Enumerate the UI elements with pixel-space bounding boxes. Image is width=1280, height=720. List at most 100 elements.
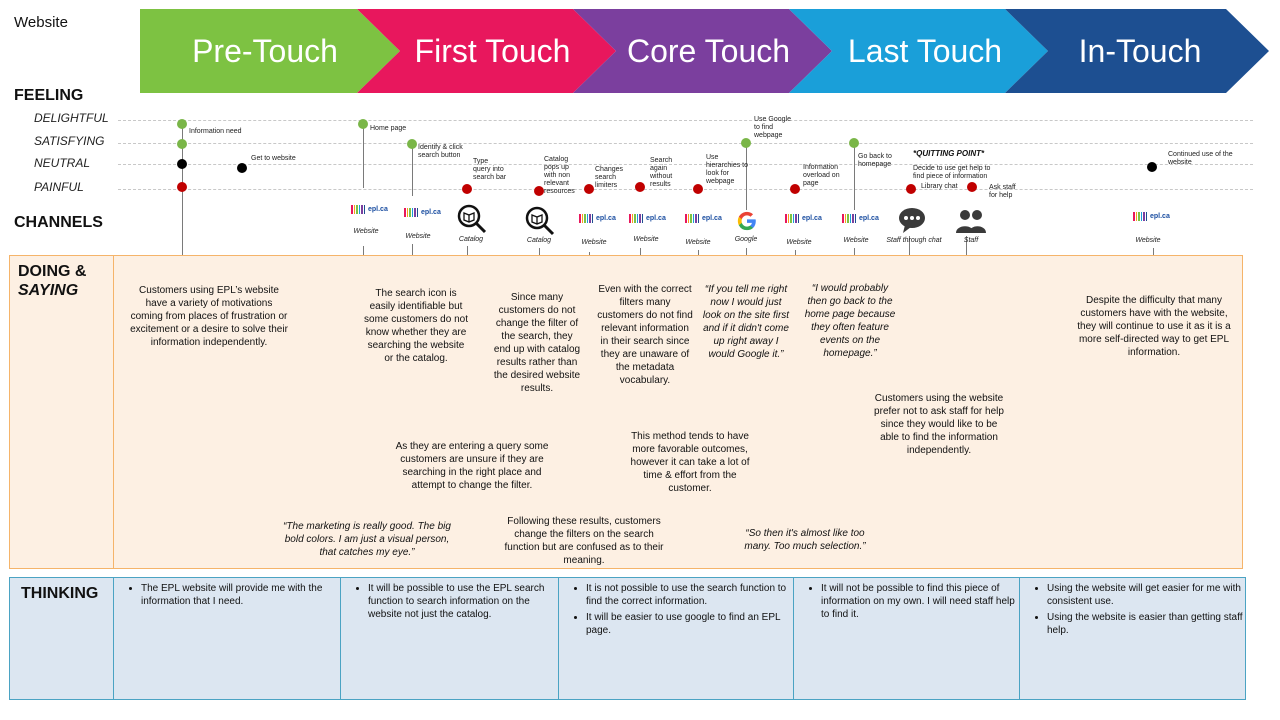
epl-logo-text: epl.ca: [646, 215, 666, 222]
channel-website: Website: [405, 233, 431, 240]
epl-logo-icon: epl.ca: [842, 214, 879, 223]
feeling-painful: PAINFUL: [34, 180, 84, 194]
dot-type-query: [462, 184, 472, 194]
feeling-delightful: DELIGHTFUL: [34, 111, 109, 125]
thinking-panel: [9, 577, 1246, 700]
dot-neutral: [177, 159, 187, 169]
catalog-search-icon: [457, 204, 487, 234]
neutral-gridline: [118, 164, 1253, 165]
delightful-gridline: [118, 120, 1253, 121]
doing-label: DOING &: [18, 263, 87, 280]
epl-logo-icon: epl.ca: [351, 205, 388, 214]
dot-ask-staff: [967, 182, 977, 192]
epl-logo-icon: epl.ca: [404, 208, 441, 217]
stage-last-touch: Last Touch: [847, 32, 1003, 69]
tp-hierarchies: Use hierarchies to look for webpage: [706, 154, 749, 185]
thinking-item: It will be possible to use the EPL searc…: [368, 582, 564, 621]
doing-continue-use: Despite the difficulty that many custome…: [1077, 295, 1231, 358]
doing-change-filters: Following these results, customers chang…: [504, 516, 664, 566]
dot-catalog-pops: [534, 186, 544, 196]
tp-go-back-home: Go back to homepage: [858, 153, 892, 168]
epl-logo-icon: epl.ca: [785, 214, 822, 223]
page-label: Website: [14, 14, 68, 31]
thinking-item: It will be easier to use google to find …: [586, 611, 796, 637]
thinking-item: Using the website will get easier for me…: [1047, 582, 1253, 608]
channel-website: Website: [786, 239, 812, 246]
thinking-divider: [1019, 577, 1020, 700]
stage-last-touch-shape: [789, 9, 1048, 93]
channel-catalog: Catalog: [526, 237, 552, 244]
doing-quote-selection: “So then it's almost like too many. Too …: [744, 528, 866, 552]
thinking-divider: [113, 577, 114, 700]
channel-google: Google: [734, 236, 758, 243]
dot-overload: [790, 184, 800, 194]
epl-logo-icon: epl.ca: [579, 214, 616, 223]
channel-staff-chat: Staff through chat: [886, 237, 942, 244]
feeling-neutral: NEUTRAL: [34, 156, 91, 170]
stage-first-touch: First Touch: [414, 32, 571, 69]
connector-line: [746, 146, 747, 210]
doing-divider: [113, 255, 114, 569]
dot-satisfying: [177, 139, 187, 149]
tp-information-need: Information need: [189, 128, 242, 135]
dot-identify-search: [407, 139, 417, 149]
stage-first-touch-shape: [357, 9, 616, 93]
epl-logo-text: epl.ca: [368, 206, 388, 213]
dot-use-google: [741, 138, 751, 148]
doing-favorable-outcomes: This method tends to have more favorable…: [630, 431, 750, 494]
channel-website: Website: [1135, 237, 1161, 244]
painful-gridline: [118, 189, 1253, 190]
doing-prefer-independent: Customers using the website prefer not t…: [874, 393, 1004, 456]
thinking-title: THINKING: [21, 585, 99, 602]
dot-home-page: [358, 119, 368, 129]
channel-website: Website: [843, 237, 869, 244]
catalog-search-icon: [525, 206, 555, 236]
stage-chevrons: [140, 9, 1269, 93]
tp-changes-limiters: Changes search limiters: [595, 166, 624, 189]
doing-search-icon: The search icon is easily identifiable b…: [364, 288, 468, 364]
epl-logo-text: epl.ca: [859, 215, 879, 222]
stage-in-touch: In-Touch: [1078, 32, 1202, 69]
dot-back-home: [849, 138, 859, 148]
stage-core-touch: Core Touch: [626, 32, 791, 69]
doing-filter-results: Since many customers do not change the f…: [493, 292, 581, 394]
connector-line: [854, 146, 855, 210]
dot-hierarchies: [693, 184, 703, 194]
thinking-item: Using the website is easier than getting…: [1047, 611, 1253, 637]
channel-staff: Staff: [963, 237, 979, 244]
tp-continued-use: Continued use of the website: [1168, 151, 1233, 166]
channel-website: Website: [633, 236, 659, 243]
tp-ask-staff: Ask staff for help: [989, 184, 1016, 199]
quitting-point: *QUITTING POINT*: [913, 149, 985, 158]
thinking-divider: [558, 577, 559, 700]
epl-logo-text: epl.ca: [421, 209, 441, 216]
tp-library-chat: Library chat: [921, 183, 958, 190]
channels-title: CHANNELS: [14, 214, 103, 231]
epl-logo-icon: epl.ca: [629, 214, 666, 223]
dot-information-need: [177, 119, 187, 129]
channel-website: Website: [581, 239, 607, 246]
epl-logo-text: epl.ca: [702, 215, 722, 222]
google-icon: [737, 211, 756, 231]
thinking-pre-touch: The EPL website will provide me with the…: [127, 582, 341, 611]
connector-line: [412, 148, 413, 196]
tp-home-page: Home page: [370, 125, 407, 132]
stage-in-touch-shape: [1005, 9, 1269, 93]
thinking-item: The EPL website will provide me with the…: [141, 582, 341, 608]
channel-website: Website: [685, 239, 711, 246]
epl-logo-icon: epl.ca: [1133, 212, 1170, 221]
thinking-item: It will not be possible to find this pie…: [821, 582, 1025, 621]
doing-quote-marketing: “The marketing is really good. The big b…: [283, 521, 451, 558]
stage-pre-touch: Pre-Touch: [192, 32, 338, 69]
channel-website: Website: [353, 228, 379, 235]
thinking-divider: [340, 577, 341, 700]
satisfying-gridline: [118, 143, 1253, 144]
thinking-item: It is not possible to use the search fun…: [586, 582, 796, 608]
feeling-satisfying: SATISFYING: [34, 134, 105, 148]
doing-saying-panel: [9, 255, 1243, 569]
dot-changes-limiters: [584, 184, 594, 194]
doing-quote-google: “If you tell me right now I would just l…: [702, 284, 790, 360]
staff-people-icon: [956, 210, 986, 233]
thinking-last-touch: It will not be possible to find this pie…: [807, 582, 1025, 624]
thinking-core-touch: It is not possible to use the search fun…: [572, 582, 796, 640]
